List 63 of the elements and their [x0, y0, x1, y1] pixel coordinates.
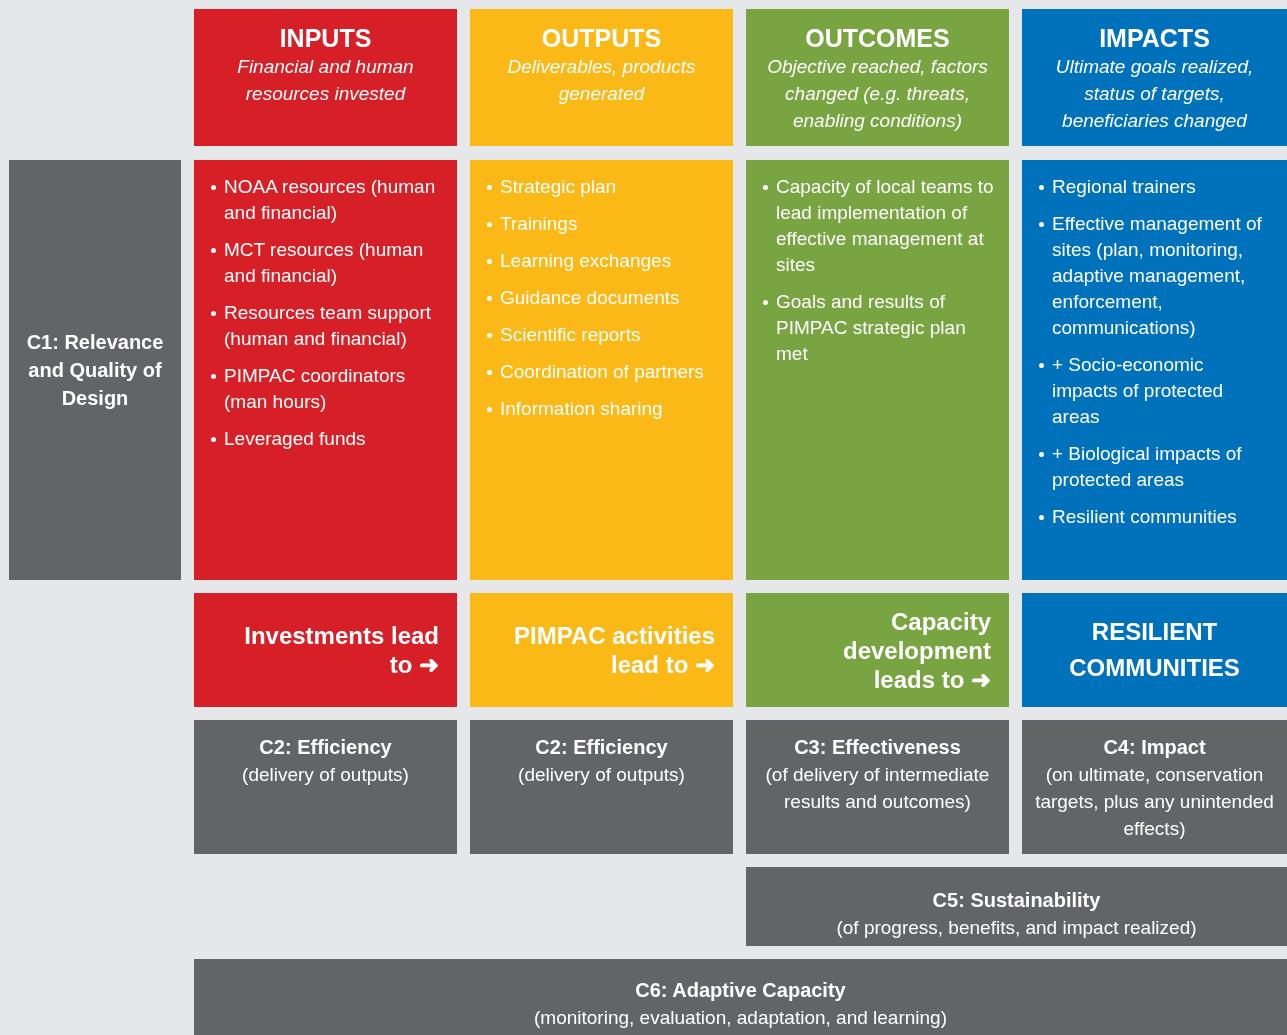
bullet-item: Coordination of partners: [500, 361, 704, 382]
column-list-panel: [470, 160, 733, 580]
result-panel: [1022, 593, 1287, 707]
criterion-panel: [194, 720, 457, 854]
bullet-item: Resilient communities: [1052, 506, 1237, 527]
lead-text: Capacity development leads to ➜: [841, 606, 991, 694]
column-header-panel: [470, 9, 733, 146]
result-text: RESILIENT COMMUNITIES: [1068, 617, 1241, 683]
bullet-item: MCT resources (human and financial): [224, 239, 424, 286]
bullet-item: Learning exchanges: [500, 250, 672, 271]
lead-panel: [746, 593, 1009, 707]
bullet-item: Capacity of local teams to lead implementation of effective management at sites: [776, 176, 994, 275]
criterion-panel: [470, 720, 733, 854]
column-subtitle: Ultimate goals realized, status of targets, beneficiaries changed: [1054, 55, 1255, 133]
criterion-description: (of progress, benefits, and impact realized): [836, 915, 1197, 940]
bullet-item: + Socio-economic impacts of protected areas: [1052, 354, 1224, 427]
criterion-description: (monitoring, evaluation, adaptation, and learning): [534, 1006, 947, 1030]
criterion-title: C3: Effectiveness: [794, 735, 961, 760]
column-title: OUTCOMES: [805, 23, 950, 53]
bullet-item: Resources team support (human and financial): [224, 302, 431, 349]
bullet-item: Effective management of sites (plan, monitoring, adaptive management, enforcement, communications): [1052, 213, 1262, 338]
criterion-panel: [746, 867, 1287, 946]
bullet-item: Guidance documents: [500, 287, 680, 308]
bullet-item: Strategic plan: [500, 176, 617, 197]
lead-panel: [194, 593, 457, 707]
bullet-item: Goals and results of PIMPAC strategic plan met: [776, 291, 966, 364]
criterion-panel: [746, 720, 1009, 854]
criterion-title: C1: Relevance and Quality of Design: [25, 330, 165, 411]
bullet-item: Scientific reports: [500, 324, 641, 345]
column-subtitle: Financial and human resources invested: [236, 55, 415, 106]
criterion-description: (delivery of outputs): [518, 763, 685, 787]
column-list-panel: [1022, 160, 1287, 580]
lead-panel: [470, 593, 733, 707]
column-header-panel: [1022, 9, 1287, 146]
bullet-item: Information sharing: [500, 398, 663, 419]
lead-text: PIMPAC activities lead to ➜: [513, 621, 715, 679]
bullet-item: PIMPAC coordinators (man hours): [224, 365, 406, 412]
criterion-description: (on ultimate, conservation targets, plus any unintended effects): [1034, 763, 1275, 841]
criterion-title: C2: Efficiency: [535, 735, 668, 760]
column-list-panel: [194, 160, 457, 580]
criterion-title: C5: Sustainability: [932, 887, 1101, 913]
bullet-item: Leveraged funds: [224, 428, 366, 449]
column-subtitle: Deliverables, products generated: [506, 55, 697, 106]
column-title: INPUTS: [279, 23, 372, 53]
bullet-item: NOAA resources (human and financial): [224, 176, 436, 223]
column-subtitle: Objective reached, factors changed (e.g. threats, enabling conditions): [766, 55, 989, 133]
column-list-panel: [746, 160, 1009, 580]
column-title: IMPACTS: [1099, 23, 1210, 53]
bullet-item: Trainings: [500, 213, 578, 234]
criterion-title: C4: Impact: [1103, 735, 1206, 760]
column-title: OUTPUTS: [541, 23, 662, 53]
criterion-title: C6: Adaptive Capacity: [635, 978, 846, 1003]
column-header-panel: [194, 9, 457, 146]
criterion-panel: [9, 160, 181, 580]
bullet-item: Regional trainers: [1052, 176, 1196, 197]
criterion-description: (of delivery of intermediate results and outcomes): [764, 763, 991, 814]
criterion-panel: [1022, 720, 1287, 854]
criterion-title: C2: Efficiency: [259, 735, 392, 760]
lead-text: Investments lead to ➜: [243, 621, 439, 679]
criterion-panel: [194, 959, 1287, 1035]
bullet-item: + Biological impacts of protected areas: [1052, 443, 1242, 490]
column-header-panel: [746, 9, 1009, 146]
criterion-description: (delivery of outputs): [242, 763, 409, 787]
